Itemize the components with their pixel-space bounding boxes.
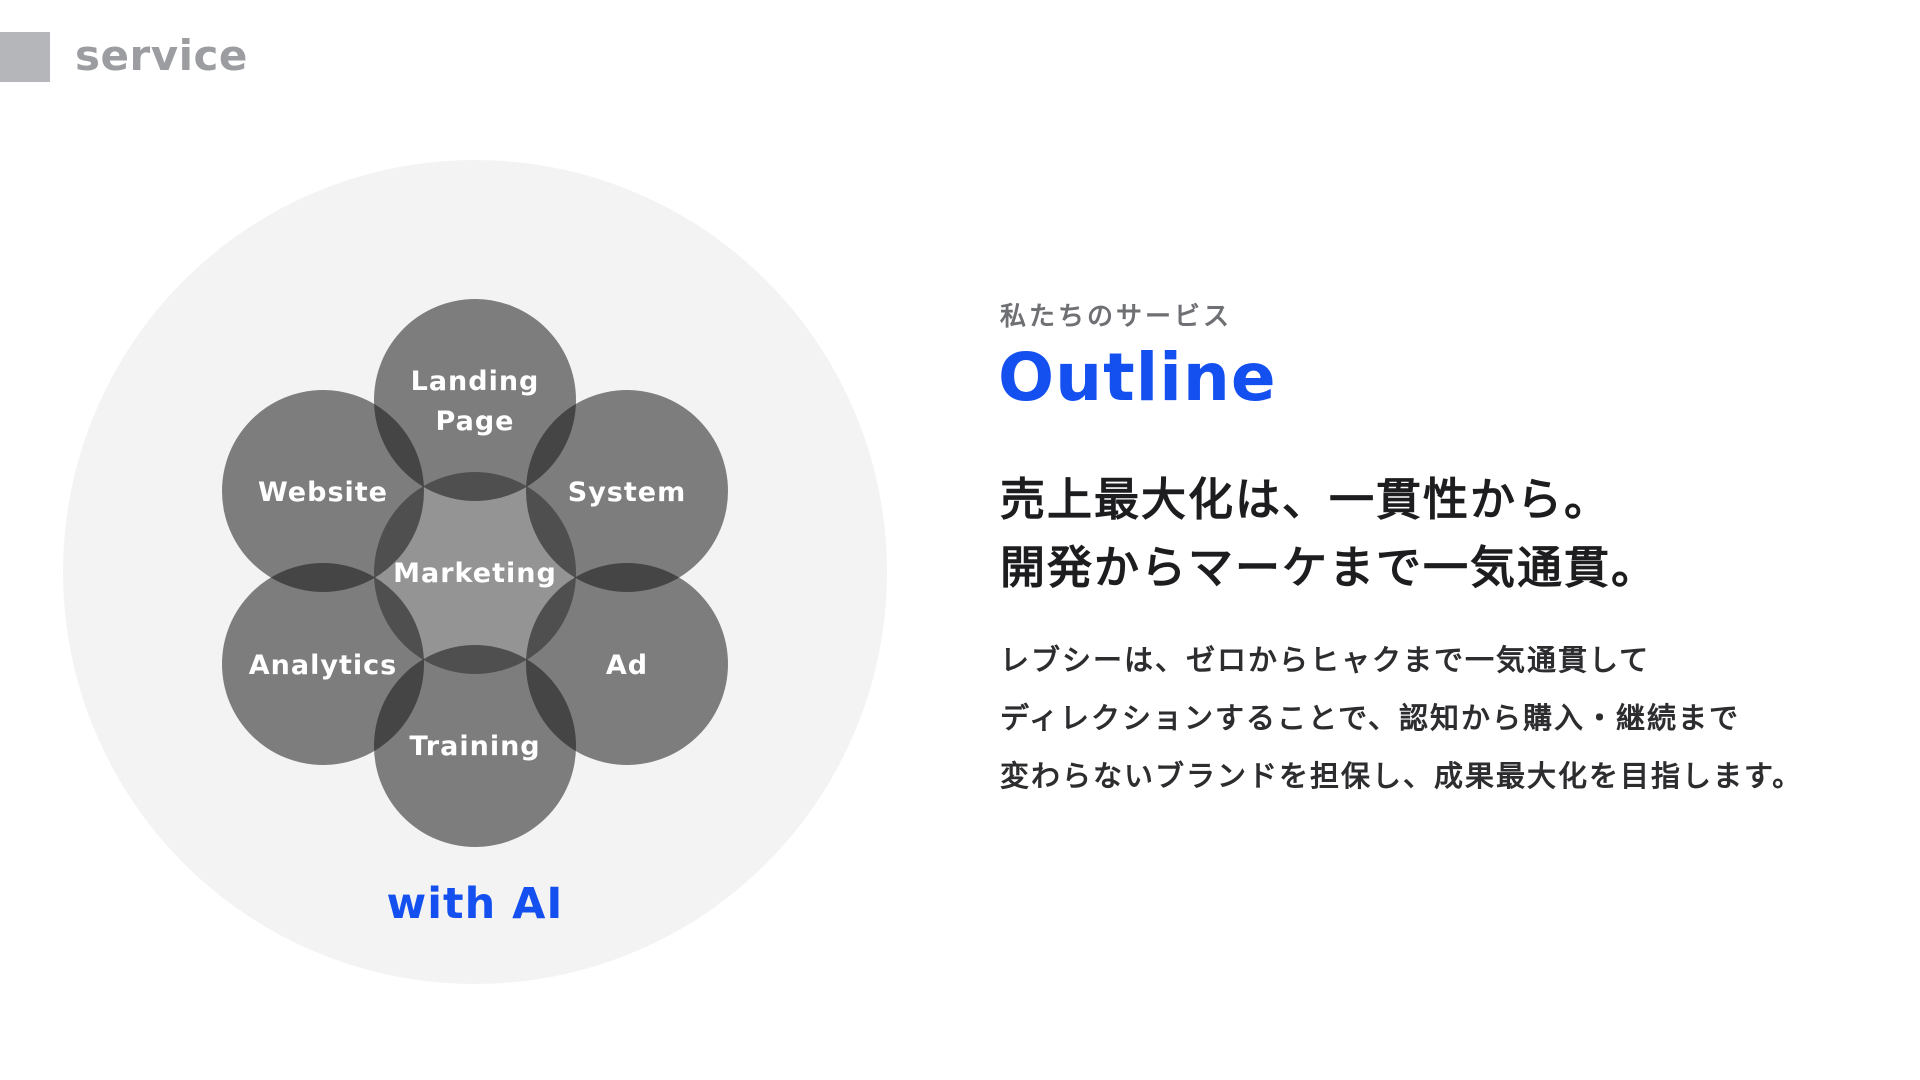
petal-label-landing-page-line1: Landing	[411, 366, 540, 397]
petal-label-landing-page-line2: Page	[436, 406, 515, 437]
center-label-marketing: Marketing	[393, 558, 557, 589]
petal-label-analytics: Analytics	[249, 650, 397, 681]
section-marker	[0, 32, 50, 82]
section-label: service	[75, 31, 248, 80]
petal-circle-system	[526, 390, 728, 592]
petal-label-ad: Ad	[606, 650, 648, 681]
headline: 売上最大化は、一貫性から。 開発からマーケまで一気通貫。	[1000, 466, 1658, 602]
body-line-2: ディレクションすることで、認知から購入・継続まで	[1000, 701, 1740, 735]
petal-circle-landing-page	[374, 299, 576, 501]
outline-kicker: 私たちのサービス	[1000, 302, 1233, 332]
petal-circle-training	[374, 645, 576, 847]
body-line-3: 変わらないブランドを担保し、成果最大化を目指します。	[1000, 759, 1804, 793]
diagram-backdrop	[63, 160, 887, 984]
with-ai-label: with AI	[387, 879, 564, 929]
headline-line-1: 売上最大化は、一貫性から。	[1000, 473, 1612, 526]
petal-label-system: System	[568, 477, 686, 508]
outline-title: Outline	[998, 339, 1277, 416]
headline-line-2: 開発からマーケまで一気通貫。	[1000, 541, 1659, 594]
petal-circle-analytics	[222, 563, 424, 765]
petal-circle-website	[222, 390, 424, 592]
petal-circles	[222, 299, 728, 847]
petal-circle-ad	[526, 563, 728, 765]
body-line-1: レブシーは、ゼロからヒャクまで一気通貫して	[1000, 643, 1651, 677]
body-text: レブシーは、ゼロからヒャクまで一気通貫して ディレクションすることで、認知から購…	[1000, 631, 1803, 805]
center-circle	[374, 472, 576, 674]
petal-label-website: Website	[258, 477, 388, 508]
petal-label-training: Training	[409, 731, 540, 762]
